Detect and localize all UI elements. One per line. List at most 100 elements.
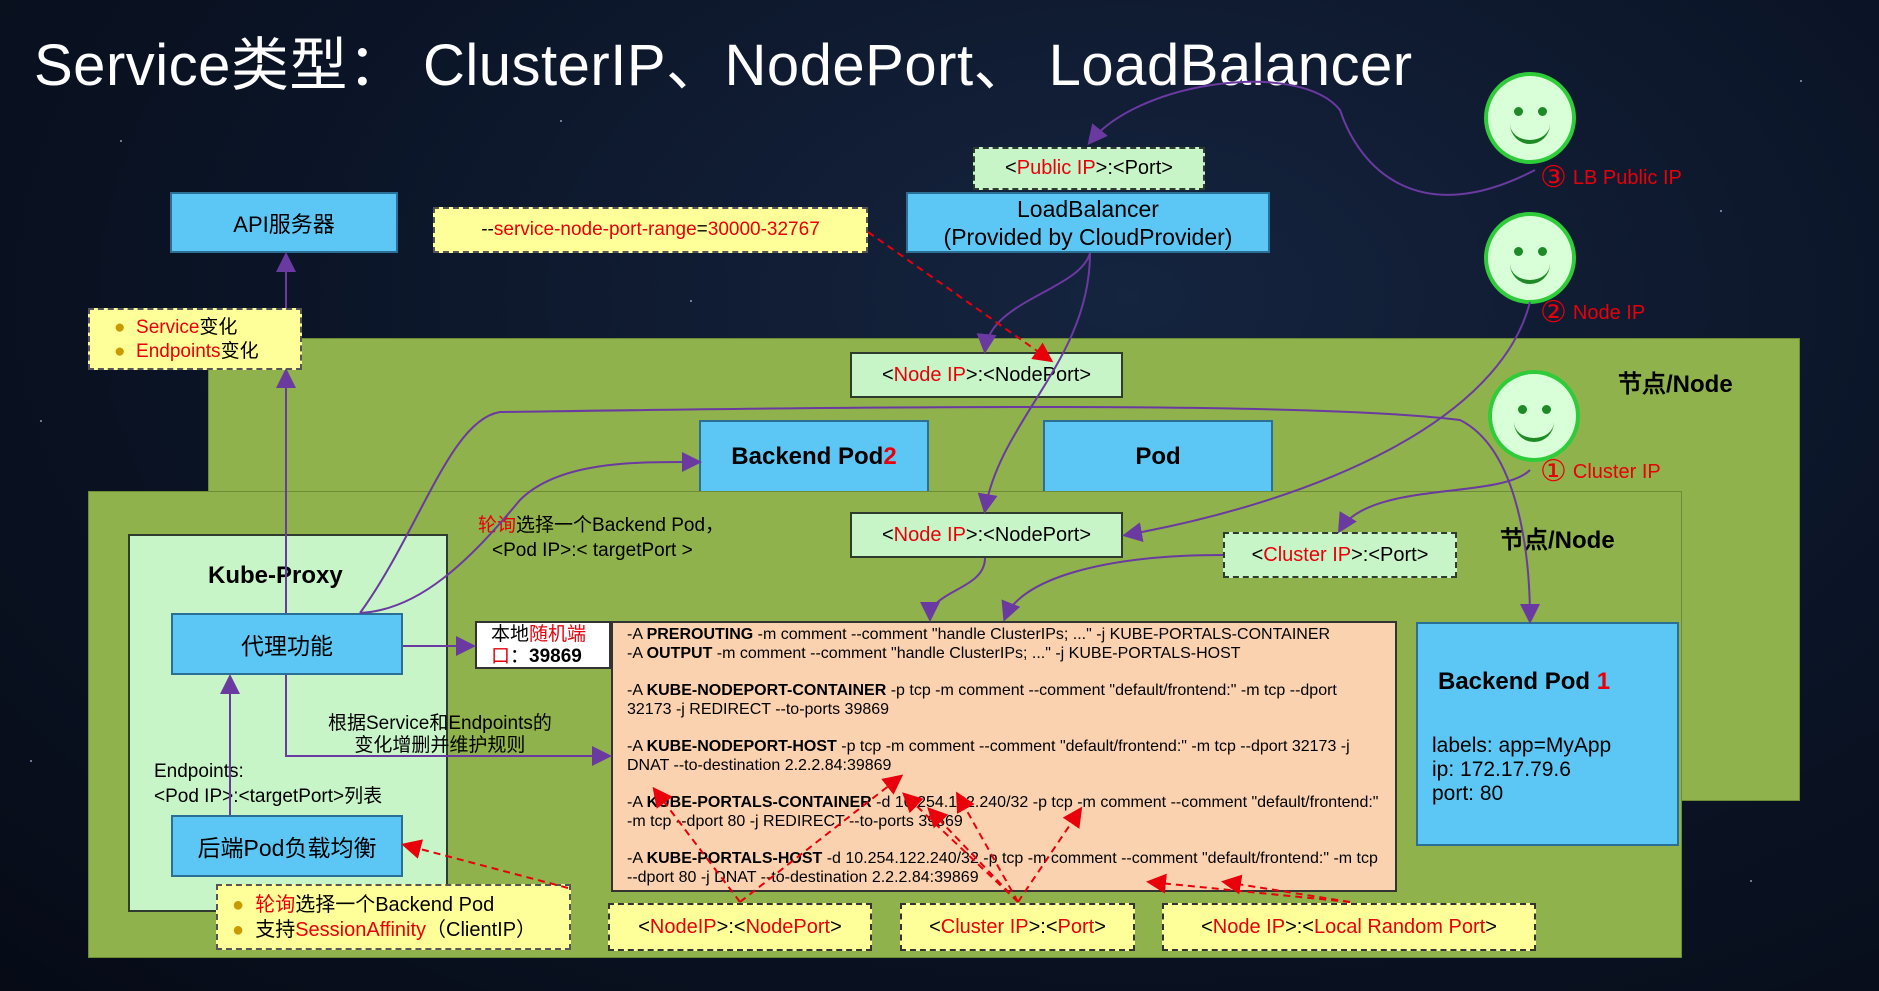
node-port-range-eq: = — [696, 219, 708, 240]
client-lb-label: LB Public IP — [1572, 167, 1682, 189]
load-balance-note-item: ● 支持SessionAffinity（ClientIP） — [232, 919, 537, 941]
nodeport-back-open: < — [881, 363, 894, 386]
public-ip-red: Public IP — [1016, 157, 1096, 179]
load-balancer-box: LoadBalancer (Provided by CloudProvider) — [906, 192, 1270, 253]
nodeport-front-open: < — [881, 523, 894, 546]
iptables-rule: -A OUTPUT -m comment --comment "handle C… — [627, 645, 1241, 662]
backend-pod-2-number: 2 — [883, 443, 897, 470]
endpoints-line2: <Pod IP>:<targetPort>列表 — [154, 786, 383, 807]
node-port-range-note: --service-node-port-range=30000-32767 — [433, 207, 868, 253]
api-server-box: API服务器 — [170, 192, 398, 253]
rules-note: 根据Service和Endpoints的 变化增删并维护规则 — [328, 713, 552, 757]
public-ip-open: < — [1005, 157, 1017, 179]
nodeport-source-box: <NodeIP>:<NodePort> — [608, 903, 872, 951]
node-label-front: 节点/Node — [1500, 527, 1615, 554]
watch-note-item: ● Endpoints变化 — [114, 341, 259, 362]
cluster-ip-red: Cluster IP — [1263, 543, 1352, 566]
node-label-back: 节点/Node — [1618, 371, 1733, 398]
watch-note-red: Endpoints — [136, 341, 221, 362]
watch-note-text: 变化 — [199, 317, 238, 338]
rules-note-line1: 根据Service和Endpoints的 — [328, 713, 552, 734]
nodeport-front-red: Node IP — [893, 523, 966, 546]
client-smiley-icon — [1488, 370, 1580, 462]
public-ip-rest: >:<Port> — [1095, 157, 1173, 179]
local-port-sep: ： — [510, 646, 530, 667]
lb-note-text: 选择一个Backend Pod — [295, 894, 495, 916]
node-port-range-value: 30000-32767 — [707, 219, 820, 240]
iptables-rule: -A KUBE-PORTALS-HOST -d 10.254.122.240/3… — [627, 850, 1378, 886]
pod-box: Pod — [1043, 420, 1273, 494]
backend-pod-2-label: Backend Pod — [731, 443, 884, 470]
client-smiley-icon — [1484, 212, 1576, 304]
arrow-lb-to-nodeport-back — [976, 252, 1091, 354]
lb-note-text: （ClientIP） — [426, 919, 537, 941]
watch-note-item: ● Service变化 — [114, 317, 238, 338]
watch-note-red: Service — [136, 317, 200, 338]
rules-note-line2: 变化增删并维护规则 — [354, 735, 526, 756]
nodeport-back-rest: >:<NodePort> — [965, 363, 1092, 386]
load-balance-note-item: ● 轮询选择一个Backend Pod — [232, 894, 495, 916]
local-port-prefix: 本地 — [491, 624, 530, 645]
watch-note-text: 变化 — [220, 341, 259, 362]
nodeport-front-rest: >:<NodePort> — [965, 523, 1092, 546]
iptables-rule: -A PREROUTING -m comment --comment "hand… — [627, 626, 1331, 643]
backend-pod-1-label: Backend Pod — [1438, 668, 1597, 695]
client-smiley-icon — [1484, 72, 1576, 164]
lb-note-red: SessionAffinity — [295, 919, 427, 941]
round-robin-red: 轮询 — [478, 515, 517, 536]
iptables-rule: -A KUBE-NODEPORT-HOST -p tcp -m comment … — [627, 738, 1350, 774]
pod-load-balance-box: 后端Pod负载均衡 — [171, 815, 403, 877]
client-cluster-circle: ① — [1540, 455, 1567, 488]
round-robin-line1: 选择一个Backend Pod， — [516, 515, 725, 536]
round-robin-note: 轮询选择一个Backend Pod， <Pod IP>:< targetPort… — [478, 513, 724, 563]
kube-proxy-title: Kube-Proxy — [208, 562, 343, 589]
load-balance-note: ● 轮询选择一个Backend Pod ● 支持SessionAffinity（… — [216, 884, 571, 950]
local-random-source-box: <Node IP>:<Local Random Port> — [1162, 903, 1536, 951]
client-node-circle: ② — [1540, 296, 1567, 329]
cluster-ip-open: < — [1251, 543, 1264, 566]
api-server-label: API服务器 — [233, 211, 335, 237]
backend-pod-1: Backend Pod 1 labels: app=MyApp ip: 172.… — [1416, 622, 1679, 846]
cluster-ip-source-box: <Cluster IP>:<Port> — [900, 903, 1135, 951]
lb-note-red: 轮询 — [255, 894, 296, 916]
iptables-rule: -A KUBE-NODEPORT-CONTAINER -p tcp -m com… — [627, 682, 1337, 718]
page-title: Service类型： ClusterIP、NodePort、 LoadBalan… — [34, 33, 1413, 98]
nodeport-box-back: <Node IP>:<NodePort> — [850, 352, 1123, 398]
load-balancer-line1: LoadBalancer — [1017, 195, 1159, 222]
endpoints-line1: Endpoints: — [154, 761, 244, 782]
cluster-ip-box: <Cluster IP>:<Port> — [1223, 532, 1457, 578]
iptables-rule: -A KUBE-PORTALS-CONTAINER -d 10.254.122.… — [627, 794, 1379, 830]
backend-pod-1-port: port: 80 — [1432, 782, 1504, 805]
nodeport-box-front: <Node IP>:<NodePort> — [850, 512, 1123, 558]
pod-load-balance-label: 后端Pod负载均衡 — [197, 835, 377, 861]
local-random-port-box: 本地随机端口：39869 — [475, 621, 611, 669]
iptables-rules-box: -A PREROUTING -m comment --comment "hand… — [611, 621, 1397, 892]
proxy-function-label: 代理功能 — [241, 633, 333, 659]
node-port-range-prefix: -- — [481, 219, 494, 240]
backend-pod-1-details: labels: app=MyApp ip: 172.17.79.6 port: … — [1432, 734, 1611, 806]
backend-pod-1-labels: labels: app=MyApp — [1432, 734, 1612, 757]
pod-label: Pod — [1135, 443, 1181, 470]
client-lb-circle: ③ — [1540, 161, 1567, 194]
round-robin-line2: <Pod IP>:< targetPort > — [492, 540, 693, 561]
backend-pod-1-title: Backend Pod 1 — [1438, 668, 1610, 696]
client-cluster-label: Cluster IP — [1572, 461, 1661, 483]
load-balancer-line2: (Provided by CloudProvider) — [943, 223, 1233, 250]
cluster-ip-rest: >:<Port> — [1351, 543, 1429, 566]
lb-note-pre: 支持 — [255, 919, 296, 941]
client-node-label: Node IP — [1572, 302, 1646, 324]
local-port-value: 39869 — [529, 646, 582, 667]
nodeport-back-red: Node IP — [893, 363, 966, 386]
watch-note: ● Service变化 ● Endpoints变化 — [88, 308, 302, 370]
proxy-function-box: 代理功能 — [171, 613, 403, 675]
backend-pod-2: Backend Pod 2 — [699, 420, 929, 494]
local-port-red: 随机端口 — [491, 624, 587, 667]
public-ip-box: <Public IP>:<Port> — [973, 147, 1205, 190]
backend-pod-1-ip: ip: 172.17.79.6 — [1432, 758, 1571, 781]
endpoints-list-text: Endpoints: <Pod IP>:<targetPort>列表 — [154, 759, 382, 809]
backend-pod-1-number: 1 — [1596, 668, 1611, 695]
node-port-range-key: service-node-port-range — [493, 219, 697, 240]
